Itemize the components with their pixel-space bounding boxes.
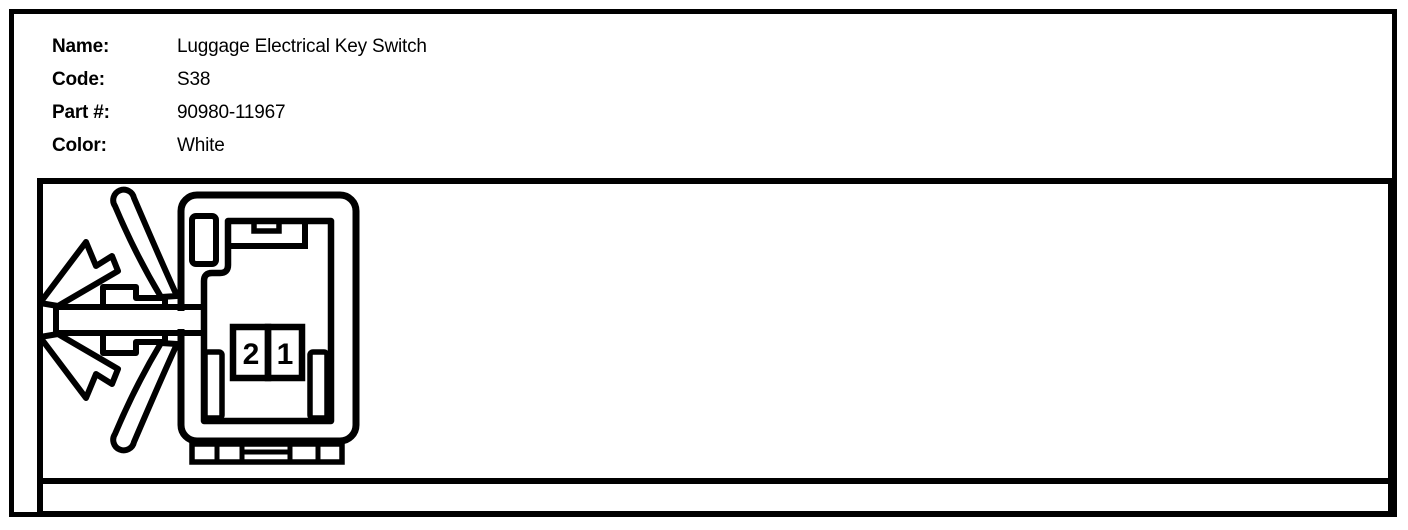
drawing-box <box>37 178 1394 484</box>
field-row-color: Color: White <box>52 129 752 162</box>
field-label-code: Code: <box>52 69 105 90</box>
field-value-name: Luggage Electrical Key Switch <box>177 36 427 57</box>
header-fields: Name: Luggage Electrical Key Switch Code… <box>52 30 752 162</box>
bottom-strip <box>37 484 1394 517</box>
field-value-code: S38 <box>177 69 211 90</box>
field-row-part: Part #: 90980-11967 <box>52 96 752 129</box>
field-label-color: Color: <box>52 135 107 156</box>
field-row-code: Code: S38 <box>52 63 752 96</box>
field-row-name: Name: Luggage Electrical Key Switch <box>52 30 752 63</box>
field-label-name: Name: <box>52 36 110 57</box>
field-value-color: White <box>177 135 225 156</box>
field-value-part: 90980-11967 <box>177 102 286 123</box>
field-label-part: Part #: <box>52 102 110 123</box>
